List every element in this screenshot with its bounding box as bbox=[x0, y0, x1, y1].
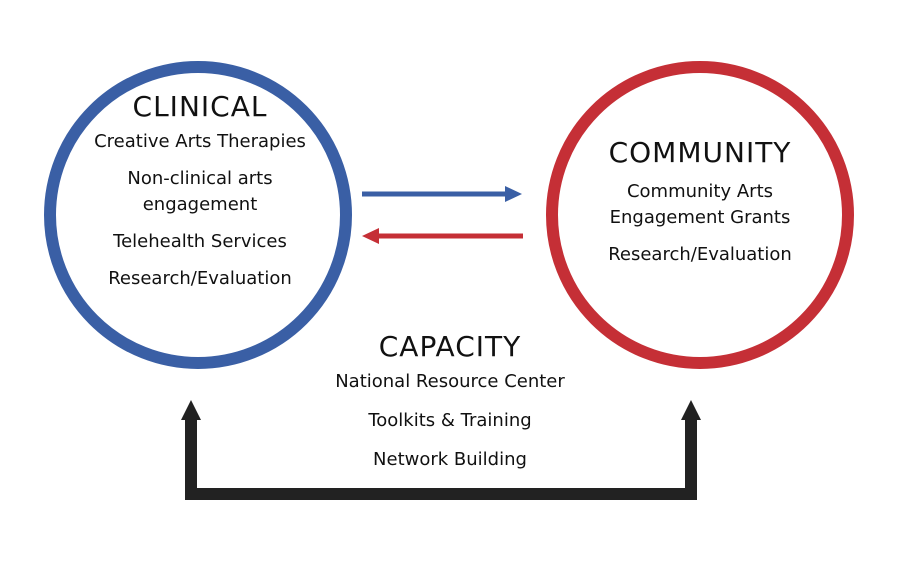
capacity-block: CAPACITY National Resource Center Toolki… bbox=[300, 330, 600, 486]
community-item-grants: Community Arts Engagement Grants bbox=[609, 181, 791, 228]
community-title: COMMUNITY bbox=[608, 136, 792, 169]
arrow-to-clinical bbox=[362, 228, 523, 244]
arrow-to-community bbox=[362, 186, 522, 202]
clinical-title: CLINICAL bbox=[132, 90, 268, 123]
capacity-item-network: Network Building bbox=[373, 449, 527, 470]
clinical-item-non-clinical: Non-clinical arts engagement bbox=[127, 168, 273, 215]
clinical-item-creative-arts: Creative Arts Therapies bbox=[94, 131, 306, 152]
clinical-item-research: Research/Evaluation bbox=[108, 268, 292, 289]
capacity-item-resource-center: National Resource Center bbox=[335, 371, 565, 392]
community-circle bbox=[546, 61, 854, 369]
community-block: COMMUNITY Community Arts Engagement Gran… bbox=[550, 136, 850, 279]
capacity-item-toolkits: Toolkits & Training bbox=[368, 410, 532, 431]
community-item-research: Research/Evaluation bbox=[608, 244, 792, 265]
capacity-title: CAPACITY bbox=[378, 330, 522, 363]
capacity-bracket-arrow bbox=[181, 400, 701, 500]
clinical-block: CLINICAL Creative Arts Therapies Non-cli… bbox=[55, 90, 345, 303]
clinical-circle bbox=[44, 61, 352, 369]
clinical-item-telehealth: Telehealth Services bbox=[113, 231, 287, 252]
